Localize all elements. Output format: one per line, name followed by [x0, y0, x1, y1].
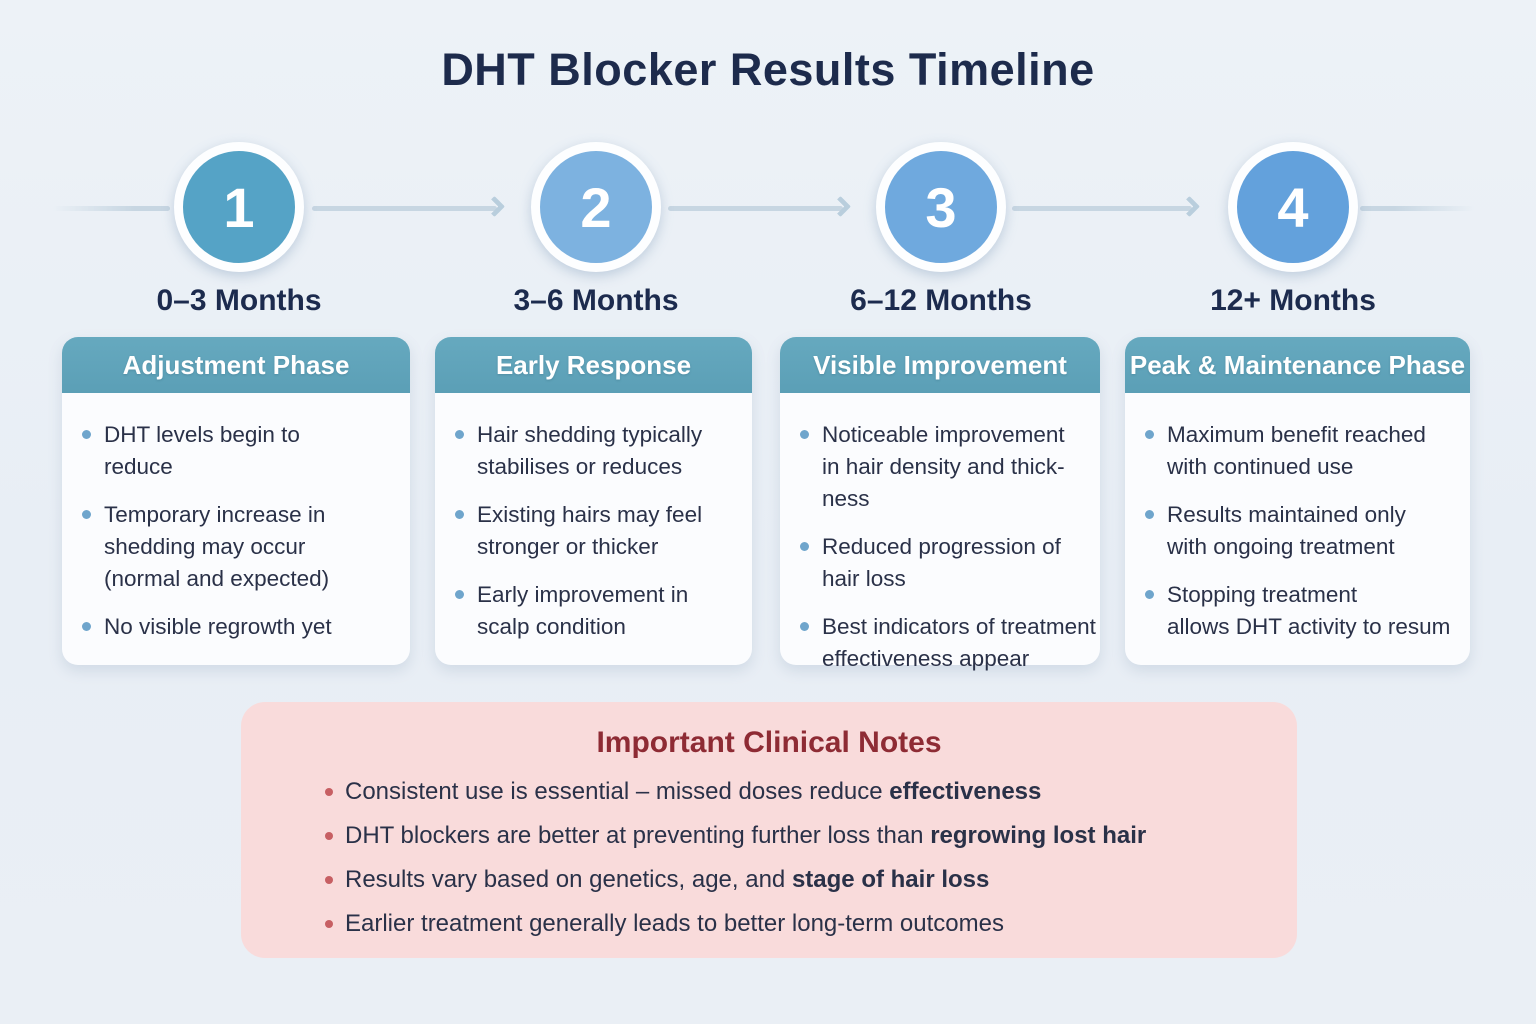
card-title: Adjustment Phase	[122, 349, 350, 380]
bullet-dot-icon	[800, 542, 809, 551]
bullet-item: Hair shedding typically stabilises or re…	[455, 419, 742, 483]
step-circle-3: 3	[876, 142, 1006, 272]
bullet-dot-icon	[82, 430, 91, 439]
bullet-item: Existing hairs may feel stronger or thic…	[455, 499, 742, 563]
bullet-item: Stopping treatment allows DHT activity t…	[1145, 579, 1460, 643]
bullet-item: Maximum benefit reached with continued u…	[1145, 419, 1460, 483]
bullet-dot-icon	[800, 430, 809, 439]
bullet-text: Noticeable improvement in hair density a…	[822, 422, 1065, 511]
bullet-text: Early improvement in scalp condition	[477, 582, 689, 639]
note-text-bold: stage of hair loss	[791, 866, 990, 893]
notes-title: Important Clinical Notes	[596, 726, 942, 759]
bullet-item: Noticeable improvement in hair density a…	[800, 419, 1090, 515]
bullet-text: Maximum benefit reached with continued u…	[1167, 422, 1426, 479]
phase-card-peak-maintenance: Peak & Maintenance Phase Maximum benefit…	[1125, 337, 1470, 665]
bullet-item: Best indicators of treatment effectivene…	[800, 611, 1096, 675]
note-text-normal: Earlier treatment generally leads to bet…	[345, 910, 1004, 937]
note-text-normal: DHT blockers are better at preventing fu…	[345, 822, 931, 849]
note-text-bold: regrowing lost hair	[930, 822, 1147, 849]
step-circle-2: 2	[531, 142, 661, 272]
bullet-item: No visible regrowth yet	[82, 611, 400, 643]
card-header: Early Response	[435, 337, 752, 393]
bullet-item: DHT levels begin to reduce	[82, 419, 400, 483]
step-label-1: 0–3 Months	[156, 284, 322, 317]
step-circle-1: 1	[174, 142, 304, 272]
note-dot-icon	[325, 832, 333, 840]
notes-list: Consistent use is essential – missed dos…	[241, 776, 1297, 940]
bullet-item: Temporary increase in shedding may occur…	[82, 499, 400, 595]
bullet-text: Stopping treatment allows DHT activity t…	[1167, 582, 1451, 639]
note-item: Earlier treatment generally leads to bet…	[325, 908, 1297, 940]
bullet-list: Hair shedding typically stabilises or re…	[435, 393, 752, 643]
page-title: DHT Blocker Results Timeline	[441, 44, 1095, 95]
phase-card-adjustment: Adjustment Phase DHT levels begin to red…	[62, 337, 410, 665]
step-number: 2	[580, 175, 612, 239]
bullet-text: Temporary increase in shedding may occur…	[104, 502, 330, 591]
arrow-right-icon	[483, 195, 506, 218]
bullet-text: Results maintained only with ongoing tre…	[1167, 502, 1406, 559]
phase-card-visible-improvement: Visible Improvement Noticeable improveme…	[780, 337, 1100, 671]
bullet-dot-icon	[82, 510, 91, 519]
note-item: DHT blockers are better at preventing fu…	[325, 820, 1297, 852]
note-text-normal: Results vary based on genetics, age, and	[345, 866, 792, 893]
bullet-list: Noticeable improvement in hair density a…	[780, 393, 1100, 675]
bullet-list: Maximum benefit reached with continued u…	[1125, 393, 1470, 643]
clinical-notes-panel: Important Clinical Notes Consistent use …	[241, 702, 1297, 958]
step-label-4: 12+ Months	[1210, 284, 1376, 317]
note-text: Earlier treatment generally leads to bet…	[345, 908, 1004, 940]
note-dot-icon	[325, 876, 333, 884]
note-text: DHT blockers are better at preventing fu…	[345, 820, 1146, 852]
note-text: Consistent use is essential – missed dos…	[345, 776, 1041, 808]
note-text-bold: effectiveness	[889, 778, 1042, 805]
timeline-connector	[1012, 206, 1192, 211]
step-number: 4	[1277, 175, 1309, 239]
bullet-dot-icon	[800, 622, 809, 631]
bullet-dot-icon	[1145, 590, 1154, 599]
bullet-dot-icon	[1145, 510, 1154, 519]
bullet-text: Existing hairs may feel stronger or thic…	[477, 502, 703, 559]
card-title: Early Response	[495, 349, 692, 380]
timeline-connector	[1360, 206, 1475, 211]
arrow-right-icon	[829, 195, 852, 218]
card-header: Visible Improvement	[780, 337, 1100, 393]
bullet-text: Best indicators of treatment effectivene…	[822, 614, 1096, 671]
step-label-3: 6–12 Months	[850, 284, 1032, 317]
timeline-connector	[312, 206, 497, 211]
step-number: 1	[223, 175, 255, 239]
bullet-item: Results maintained only with ongoing tre…	[1145, 499, 1460, 563]
note-text: Results vary based on genetics, age, and…	[345, 864, 989, 896]
bullet-text: Hair shedding typically stabilises or re…	[477, 422, 703, 479]
bullet-text: DHT levels begin to reduce	[104, 422, 300, 479]
timeline-connector	[668, 206, 843, 211]
step-circle-4: 4	[1228, 142, 1358, 272]
timeline-connector	[52, 206, 170, 211]
bullet-dot-icon	[82, 622, 91, 631]
bullet-text: Reduced progression of hair loss	[822, 534, 1061, 591]
phase-card-early-response: Early Response Hair shedding typically s…	[435, 337, 752, 665]
bullet-dot-icon	[455, 590, 464, 599]
bullet-dot-icon	[1145, 430, 1154, 439]
note-item: Results vary based on genetics, age, and…	[325, 864, 1297, 896]
bullet-text: No visible regrowth yet	[104, 614, 332, 639]
bullet-item: Reduced progression of hair loss	[800, 531, 1090, 595]
bullet-item: Early improvement in scalp condition	[455, 579, 742, 643]
card-header: Adjustment Phase	[62, 337, 410, 393]
card-header: Peak & Maintenance Phase	[1125, 337, 1470, 393]
step-label-2: 3–6 Months	[513, 284, 679, 317]
card-title: Visible Improvement	[813, 349, 1067, 380]
arrow-right-icon	[1178, 195, 1201, 218]
note-dot-icon	[325, 788, 333, 796]
bullet-list: DHT levels begin to reduce Temporary inc…	[62, 393, 410, 643]
card-title: Peak & Maintenance Phase	[1129, 349, 1466, 380]
note-item: Consistent use is essential – missed dos…	[325, 776, 1297, 808]
bullet-dot-icon	[455, 510, 464, 519]
step-number: 3	[925, 175, 957, 239]
note-dot-icon	[325, 920, 333, 928]
bullet-dot-icon	[455, 430, 464, 439]
note-text-normal: Consistent use is essential – missed dos…	[345, 778, 890, 805]
